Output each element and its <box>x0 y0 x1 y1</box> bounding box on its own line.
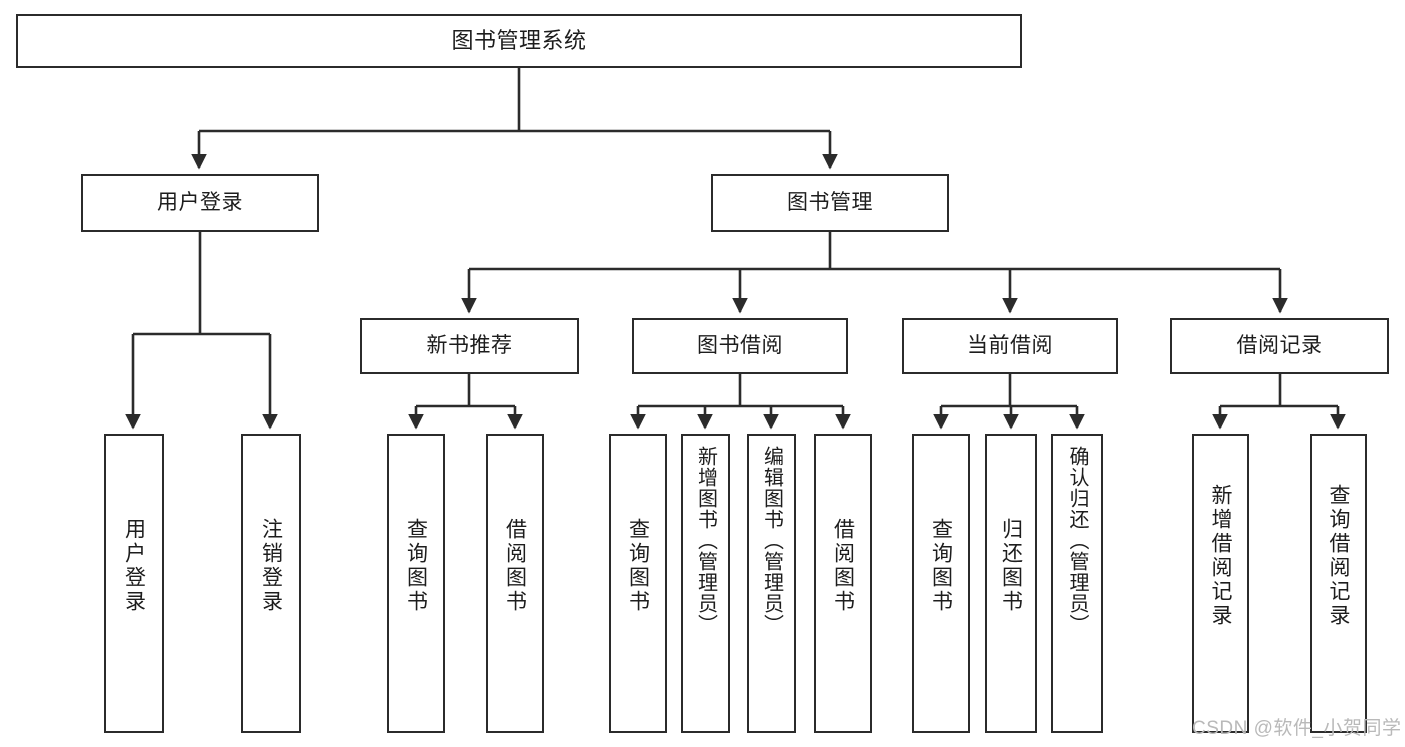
node-label: 当前借阅 <box>967 333 1053 357</box>
node-label: 确认归还（管理员） <box>1066 446 1088 635</box>
node-book-manage[interactable]: 图书管理 <box>711 174 949 232</box>
node-label: 用户登录 <box>122 518 146 614</box>
edge-group-root <box>191 68 838 170</box>
node-borrow-record[interactable]: 借阅记录 <box>1170 318 1389 374</box>
node-label: 借阅记录 <box>1236 333 1323 357</box>
node-current-borrow[interactable]: 当前借阅 <box>902 318 1118 374</box>
node-label: 用户登录 <box>157 190 243 214</box>
edge-group-new-book-recommend <box>408 374 523 430</box>
node-label: 新增图书（管理员） <box>694 446 717 635</box>
node-label: 图书管理 <box>787 190 873 214</box>
node-label: 图书管理系统 <box>451 28 587 54</box>
node-user-login[interactable]: 用户登录 <box>81 174 319 232</box>
node-label: 查询图书 <box>404 518 428 614</box>
node-label: 新增借阅记录 <box>1209 484 1232 628</box>
node-label: 归还图书 <box>999 518 1023 614</box>
node-leaf-borrow-book-2[interactable]: 借阅图书 <box>814 434 872 733</box>
edge-group-book-borrow <box>630 374 851 430</box>
node-leaf-user-login[interactable]: 用户登录 <box>104 434 164 733</box>
node-label: 图书借阅 <box>697 333 783 357</box>
edge-group-current-borrow <box>933 374 1085 430</box>
node-leaf-add-borrow-record[interactable]: 新增借阅记录 <box>1192 434 1249 733</box>
node-leaf-query-borrow-record[interactable]: 查询借阅记录 <box>1310 434 1367 733</box>
node-leaf-edit-book-admin[interactable]: 编辑图书（管理员） <box>747 434 796 733</box>
node-label: 借阅图书 <box>503 518 527 614</box>
node-leaf-query-book-3[interactable]: 查询图书 <box>912 434 970 733</box>
node-label: 新书推荐 <box>426 333 513 357</box>
node-label: 查询图书 <box>626 518 650 614</box>
node-label: 查询借阅记录 <box>1327 484 1350 628</box>
edge-group-book-manage <box>461 232 1288 314</box>
node-new-book-recommend[interactable]: 新书推荐 <box>360 318 579 374</box>
node-leaf-return-book[interactable]: 归还图书 <box>985 434 1037 733</box>
csdn-watermark: CSDN @软件_小贺同学 <box>1192 718 1402 739</box>
node-book-borrow[interactable]: 图书借阅 <box>632 318 848 374</box>
node-leaf-confirm-return-admin[interactable]: 确认归还（管理员） <box>1051 434 1103 733</box>
node-leaf-add-book-admin[interactable]: 新增图书（管理员） <box>681 434 730 733</box>
node-label: 查询图书 <box>929 518 953 614</box>
edge-group-borrow-record <box>1212 374 1346 430</box>
node-leaf-query-book-2[interactable]: 查询图书 <box>609 434 667 733</box>
node-leaf-user-logout[interactable]: 注销登录 <box>241 434 301 733</box>
edge-group-user-login <box>125 232 278 430</box>
node-leaf-query-book-1[interactable]: 查询图书 <box>387 434 445 733</box>
node-label: 注销登录 <box>259 518 283 614</box>
node-root-system[interactable]: 图书管理系统 <box>16 14 1022 68</box>
node-label: 编辑图书（管理员） <box>760 446 783 635</box>
node-label: 借阅图书 <box>831 518 855 614</box>
node-leaf-borrow-book-1[interactable]: 借阅图书 <box>486 434 544 733</box>
